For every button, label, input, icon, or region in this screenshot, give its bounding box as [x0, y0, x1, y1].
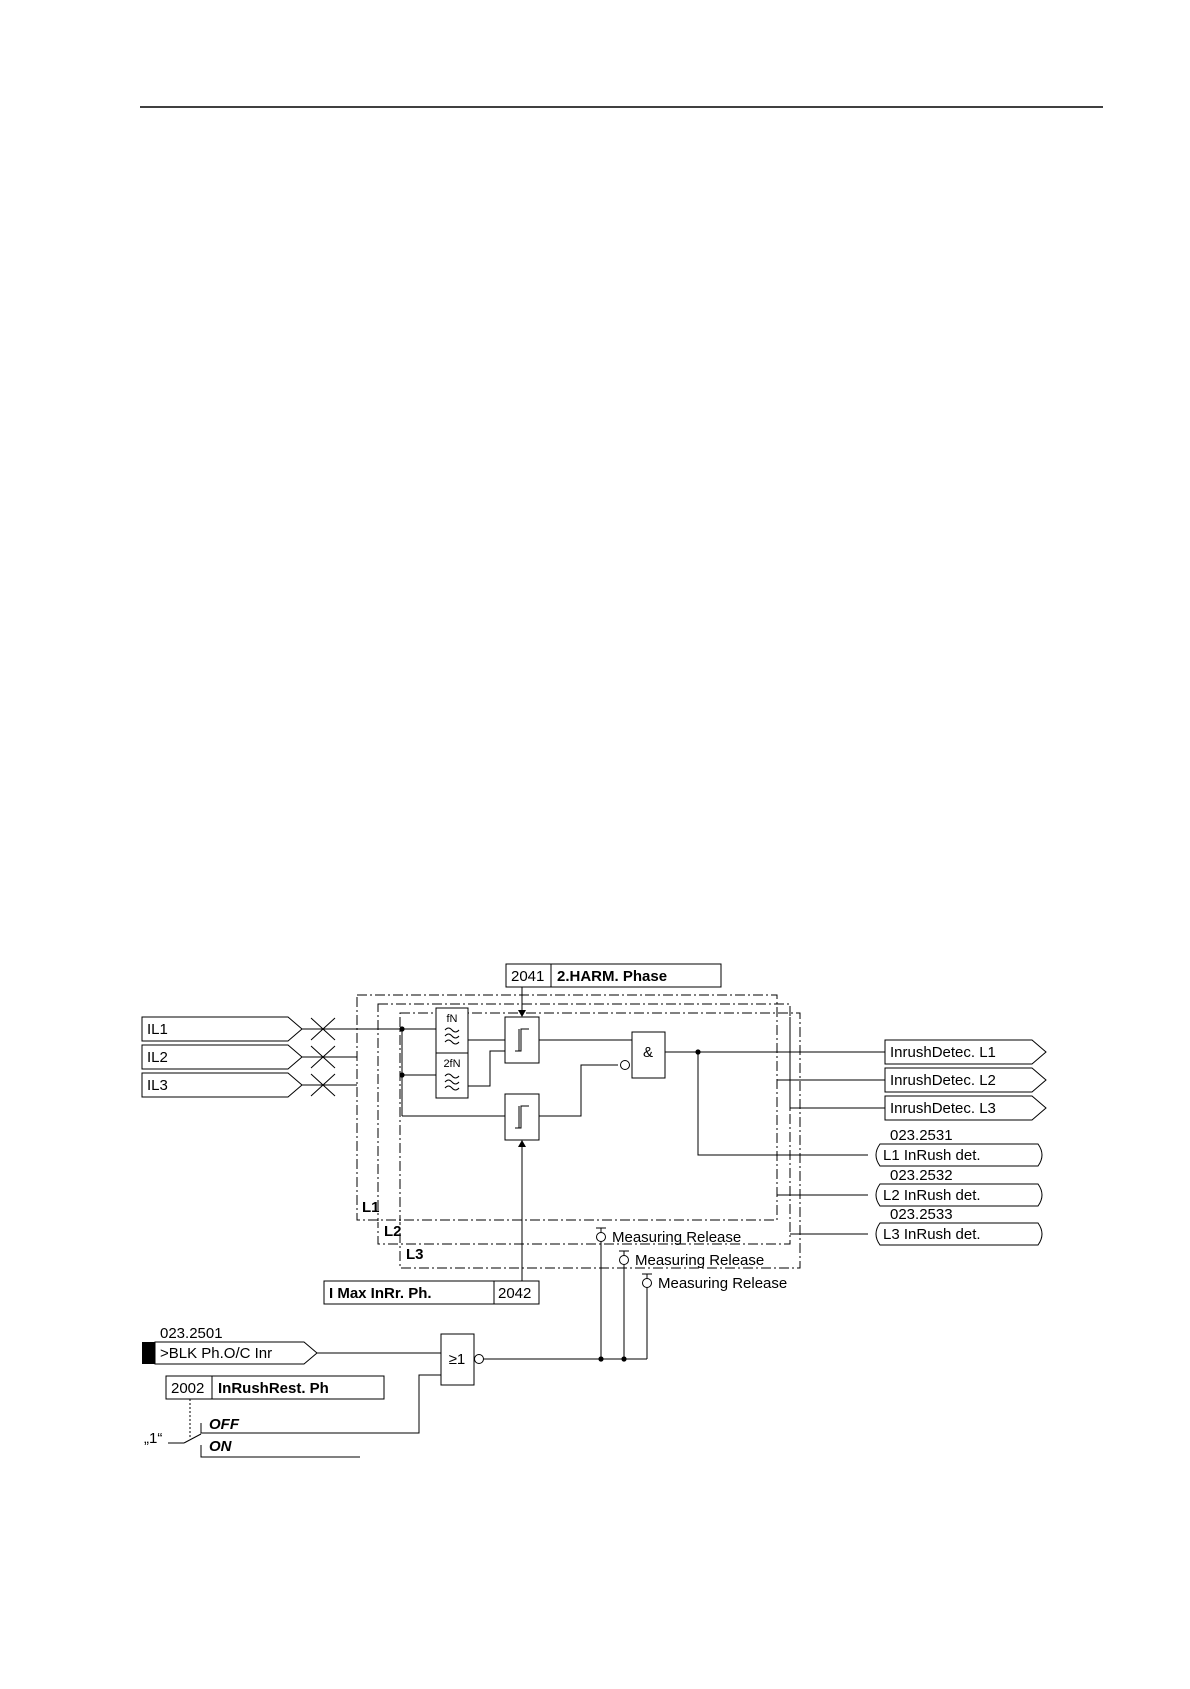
current-inputs: IL1 IL2 IL3: [141, 1016, 303, 1098]
threshold-icon: [515, 1028, 529, 1052]
measuring-release-L1: Measuring Release: [612, 1229, 741, 1246]
output-inrushdetec-L3: [884, 1095, 1047, 1121]
param-inrushrest-ph: 2002 InRushRest. Ph: [165, 1375, 385, 1438]
measuring-release-L3: Measuring Release: [658, 1275, 787, 1292]
input-IL2: [141, 1044, 303, 1070]
input-IL3: [141, 1072, 303, 1098]
switch-constant: „1“: [144, 1430, 162, 1447]
msg-L2-number: 023.2532: [890, 1167, 953, 1184]
outputs-messages: 023.2531 L1 InRush det. 023.2532 L2 InRu…: [875, 1127, 1043, 1246]
phase-output-stubs: [777, 1017, 885, 1235]
input-IL3-label: IL3: [147, 1077, 168, 1094]
param-harm-address: 2041: [511, 968, 544, 985]
binary-input-label: >BLK Ph.O/C Inr: [160, 1345, 272, 1362]
param-imax-address: 2042: [498, 1285, 531, 1302]
param-imax-name: I Max InRr. Ph.: [329, 1285, 432, 1302]
measuring-release-L2: Measuring Release: [635, 1252, 764, 1269]
output-inrushdetec-L1: [884, 1039, 1047, 1065]
param-harm-name: 2.HARM. Phase: [557, 968, 667, 985]
msg-L3: [875, 1222, 1043, 1246]
input-IL2-label: IL2: [147, 1049, 168, 1066]
threshold-harmonic: [504, 1016, 540, 1064]
or-gate: ≥1: [440, 1333, 484, 1386]
frame-L2-label: L2: [384, 1223, 402, 1240]
phase-frames: L1 L2 L3: [356, 994, 801, 1269]
output-inrushdetec-L1-label: InrushDetec. L1: [890, 1044, 996, 1061]
msg-L3-number: 023.2533: [890, 1206, 953, 1223]
output-inrushdetec-L2: [884, 1067, 1047, 1093]
output-inrushdetec-L2-label: InrushDetec. L2: [890, 1072, 996, 1089]
switch-off-on: „1“ OFF ON: [144, 1374, 441, 1458]
param-restraint-address: 2002: [171, 1380, 204, 1397]
signal-path: [357, 1026, 885, 1156]
frame-L3-label: L3: [406, 1246, 424, 1263]
outputs-internal: InrushDetec. L1 InrushDetec. L2 InrushDe…: [884, 1039, 1047, 1121]
frame-L1: [356, 994, 778, 1221]
binary-input-marker: [142, 1342, 155, 1364]
switch-on: ON: [209, 1438, 233, 1455]
frame-L2: [377, 1003, 791, 1245]
msg-L2-label: L2 InRush det.: [883, 1187, 981, 1204]
msg-L2: [875, 1183, 1043, 1207]
binary-input-number: 023.2501: [160, 1325, 223, 1342]
filter-fN: fN: [435, 1007, 469, 1054]
threshold-icon: [515, 1105, 529, 1129]
bandpass-icon: [444, 1027, 460, 1045]
filter-2fN-label: 2fN: [443, 1058, 460, 1070]
output-inrushdetec-L3-label: InrushDetec. L3: [890, 1100, 996, 1117]
param-restraint-name: InRushRest. Ph: [218, 1380, 329, 1397]
switch-off: OFF: [209, 1416, 240, 1433]
measuring-release: Measuring Release Measuring Release Meas…: [482, 1227, 787, 1362]
binary-input-blk: 023.2501 >BLK Ph.O/C Inr: [142, 1325, 441, 1365]
input-wires: [302, 1017, 357, 1097]
bandpass-icon: [444, 1073, 460, 1091]
and-gate-symbol: &: [643, 1044, 653, 1061]
input-IL1: [141, 1016, 303, 1042]
param-imax-inrr-ph: I Max InRr. Ph. 2042: [323, 1140, 540, 1305]
frame-L3: [399, 1012, 801, 1269]
msg-L3-label: L3 InRush det.: [883, 1226, 981, 1243]
and-gate: &: [620, 1031, 666, 1079]
msg-L1-number: 023.2531: [890, 1127, 953, 1144]
msg-L1: [875, 1143, 1043, 1167]
filter-fN-label: fN: [447, 1013, 458, 1025]
msg-L1-label: L1 InRush det.: [883, 1147, 981, 1164]
or-gate-symbol: ≥1: [449, 1351, 466, 1368]
input-IL1-label: IL1: [147, 1021, 168, 1038]
param-2.harm-phase: 2041 2.HARM. Phase: [505, 963, 722, 1017]
threshold-imax: [504, 1093, 540, 1141]
filter-2fN: 2fN: [435, 1052, 469, 1099]
frame-L1-label: L1: [362, 1199, 380, 1216]
